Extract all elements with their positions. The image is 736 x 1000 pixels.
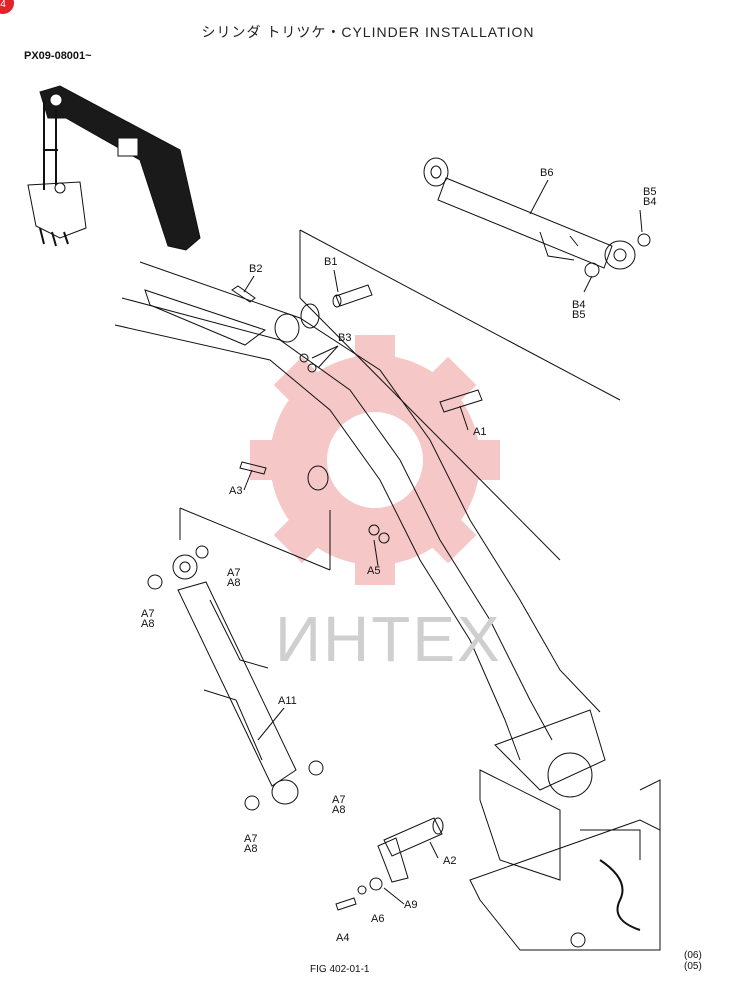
callout-b3: B3 (338, 332, 352, 344)
callout-a8-top: A8 (227, 577, 241, 589)
nut-a5 (368, 524, 380, 536)
revision-code: (06) (684, 950, 702, 961)
callout-a7-left: A7 (141, 608, 155, 620)
callout-b5-top: B5 (643, 186, 657, 198)
arm-thumbnail (27, 85, 201, 251)
callout-a8-bottom: A8 (244, 843, 258, 855)
callout-b4-bottom: B4 (572, 299, 586, 311)
callout-b4-top: B4 (643, 196, 657, 208)
bolt-a3 (239, 461, 267, 475)
boom-top-pin-parts (231, 284, 373, 373)
pin-a2-assembly (335, 817, 444, 911)
callout-b6: B6 (540, 167, 554, 179)
bushing (307, 465, 329, 491)
watermark-text: ИНТЕХ (275, 603, 502, 675)
page-title: シリンダ トリツケ・CYLINDER INSTALLATION (201, 24, 535, 40)
callout-a6: A6 (371, 913, 385, 925)
boom-cylinder (423, 157, 651, 278)
pin-a1 (439, 389, 483, 413)
callout-b2: B2 (249, 263, 263, 275)
revision-code: (05) (684, 961, 702, 972)
callout-a8-left: A8 (141, 618, 155, 630)
callout-a11: A11 (278, 695, 297, 707)
arm-cylinder (147, 545, 324, 811)
callout-a3: A3 (229, 485, 243, 497)
callout-a8-right: A8 (332, 804, 346, 816)
leader-lines (243, 179, 643, 905)
callout-a9: A9 (404, 899, 418, 911)
callout-a4: A4 (336, 932, 350, 944)
callout-b1: B1 (324, 256, 338, 268)
callout-a5: A5 (367, 565, 381, 577)
callout-a2: A2 (443, 855, 457, 867)
boom-foot (469, 709, 661, 951)
serial-range: PX09-08001~ (24, 50, 92, 62)
callout-a1: A1 (473, 426, 487, 438)
callout-a7-bottom: A7 (244, 833, 258, 845)
callout-a7-top: A7 (227, 567, 241, 579)
page-corner-badge: 4 (0, 0, 14, 14)
figure-number: FIG 402-01-1 (310, 964, 370, 975)
callout-b5-bottom: B5 (572, 309, 586, 321)
callout-a7-right: A7 (332, 794, 346, 806)
